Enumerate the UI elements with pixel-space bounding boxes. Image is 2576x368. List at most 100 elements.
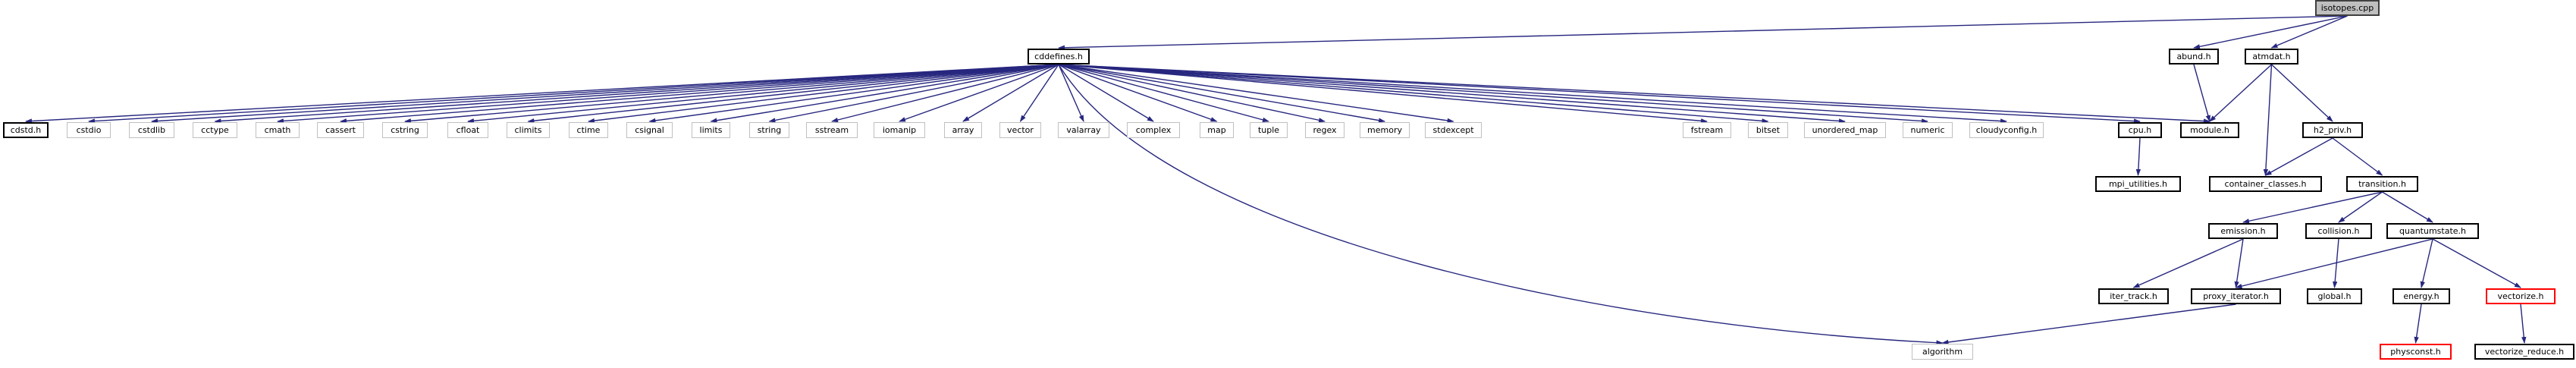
graph-node-abund-h[interactable]: abund.h	[2169, 49, 2219, 64]
graph-edge-cddefines-h-to-algorithm	[1058, 64, 1944, 345]
graph-node-mpi-utilities-h[interactable]: mpi_utilities.h	[2095, 176, 2181, 192]
graph-edge-cddefines-h-to-cstdlib	[151, 64, 1059, 124]
graph-edge-cddefines-h-to-limits	[710, 64, 1059, 123]
graph-node-global-h[interactable]: global.h	[2307, 288, 2362, 304]
graph-node-numeric[interactable]: numeric	[1903, 122, 1953, 138]
graph-node-label: cdstd.h	[10, 125, 42, 135]
graph-node-label: vectorize_reduce.h	[2484, 347, 2565, 357]
graph-node-cdstd-h[interactable]: cdstd.h	[3, 122, 49, 138]
graph-node-label: iter_track.h	[2110, 291, 2157, 301]
graph-edge-transition-h-to-emission-h	[2242, 191, 2383, 224]
graph-edge-cddefines-h-to-cstdio	[88, 64, 1059, 124]
graph-edge-h2-priv-h-to-container-classes-h	[2264, 137, 2333, 176]
graph-node-cstring[interactable]: cstring	[382, 122, 428, 138]
graph-node-iter-track-h[interactable]: iter_track.h	[2098, 288, 2169, 304]
graph-node-label: map	[1207, 125, 1226, 135]
graph-node-stdexcept[interactable]: stdexcept	[1425, 122, 1482, 138]
graph-edge-atmdat-h-to-container-classes-h	[2263, 64, 2273, 176]
graph-node-physconst-h[interactable]: physconst.h	[2380, 344, 2452, 360]
graph-node-emission-h[interactable]: emission.h	[2208, 223, 2278, 239]
graph-edge-cddefines-h-to-sstream	[831, 64, 1059, 123]
graph-node-climits[interactable]: climits	[507, 122, 550, 138]
graph-node-vectorize-h[interactable]: vectorize.h	[2486, 288, 2556, 304]
graph-node-cloudyconfig-h[interactable]: cloudyconfig.h	[1969, 122, 2044, 138]
graph-node-label: quantumstate.h	[2399, 226, 2466, 236]
graph-node-complex[interactable]: complex	[1127, 122, 1180, 138]
graph-node-label: mpi_utilities.h	[2108, 179, 2168, 189]
graph-node-h2-priv-h[interactable]: h2_priv.h	[2302, 122, 2363, 138]
graph-node-cmath[interactable]: cmath	[256, 122, 300, 138]
graph-edge-cddefines-h-to-ctime	[588, 64, 1059, 124]
graph-node-label: energy.h	[2403, 291, 2440, 301]
graph-node-fstream[interactable]: fstream	[1683, 122, 1731, 138]
graph-node-label: numeric	[1910, 125, 1945, 135]
graph-node-label: vectorize.h	[2497, 291, 2544, 301]
graph-node-cddefines-h[interactable]: cddefines.h	[1028, 49, 1090, 64]
graph-edge-cddefines-h-to-map	[1058, 64, 1218, 122]
graph-edge-abund-h-to-module-h	[2193, 64, 2210, 122]
graph-edge-cddefines-h-to-cmath	[277, 64, 1059, 124]
graph-node-unordered-map[interactable]: unordered_map	[1804, 122, 1886, 138]
graph-node-ctime[interactable]: ctime	[569, 122, 608, 138]
graph-edge-isotopes-cpp-to-abund-h	[2193, 15, 2348, 49]
graph-node-regex[interactable]: regex	[1305, 122, 1344, 138]
graph-node-string[interactable]: string	[749, 122, 789, 138]
graph-node-energy-h[interactable]: energy.h	[2392, 288, 2450, 304]
graph-node-map[interactable]: map	[1200, 122, 1234, 138]
graph-edge-cddefines-h-to-cloudyconfig-h	[1058, 64, 2007, 124]
graph-node-label: transition.h	[2358, 179, 2406, 189]
graph-node-valarray[interactable]: valarray	[1058, 122, 1109, 138]
graph-node-tuple[interactable]: tuple	[1250, 122, 1288, 138]
graph-node-limits[interactable]: limits	[692, 122, 730, 138]
graph-node-container-classes-h[interactable]: container_classes.h	[2209, 176, 2322, 192]
graph-edge-cddefines-h-to-valarray	[1058, 64, 1084, 122]
graph-node-label: collision.h	[2317, 226, 2360, 236]
graph-node-cstdio[interactable]: cstdio	[67, 122, 111, 138]
graph-node-vector[interactable]: vector	[999, 122, 1041, 138]
graph-edge-cddefines-h-to-numeric	[1058, 64, 1928, 124]
graph-edge-cddefines-h-to-regex	[1058, 64, 1326, 123]
graph-edge-cddefines-h-to-csignal	[648, 64, 1059, 124]
graph-node-quantumstate-h[interactable]: quantumstate.h	[2386, 223, 2479, 239]
graph-node-module-h[interactable]: module.h	[2180, 122, 2239, 138]
graph-node-cstdlib[interactable]: cstdlib	[129, 122, 174, 138]
graph-node-proxy-iterator-h[interactable]: proxy_iterator.h	[2191, 288, 2281, 304]
graph-node-atmdat-h[interactable]: atmdat.h	[2245, 49, 2298, 64]
graph-node-array[interactable]: array	[944, 122, 982, 138]
graph-node-sstream[interactable]: sstream	[806, 122, 858, 138]
graph-edge-cddefines-h-to-complex	[1058, 64, 1154, 122]
graph-node-collision-h[interactable]: collision.h	[2305, 223, 2372, 239]
graph-node-csignal[interactable]: csignal	[626, 122, 673, 138]
graph-edge-cpu-h-to-mpi-utilities-h	[2135, 137, 2141, 176]
graph-node-label: cctype	[201, 125, 229, 135]
graph-edge-cddefines-h-to-cdstd-h	[25, 64, 1059, 124]
graph-edge-cddefines-h-to-module-h	[1058, 64, 2210, 124]
graph-node-algorithm[interactable]: algorithm	[1912, 344, 1973, 360]
graph-edge-cddefines-h-to-vector	[1019, 64, 1059, 122]
graph-node-iomanip[interactable]: iomanip	[874, 122, 925, 138]
graph-node-bitset[interactable]: bitset	[1748, 122, 1788, 138]
graph-node-cfloat[interactable]: cfloat	[447, 122, 488, 138]
graph-edge-quantumstate-h-to-vectorize-h	[2432, 238, 2521, 288]
graph-node-label: container_classes.h	[2224, 179, 2307, 189]
graph-node-isotopes-cpp[interactable]: isotopes.cpp	[2315, 0, 2380, 16]
graph-edge-cddefines-h-to-unordered-map	[1058, 64, 1846, 124]
graph-edge-cddefines-h-to-cctype	[214, 64, 1059, 124]
graph-node-cpu-h[interactable]: cpu.h	[2118, 122, 2162, 138]
graph-node-label: complex	[1135, 125, 1172, 135]
graph-node-label: stdexcept	[1432, 125, 1474, 135]
graph-edge-h2-priv-h-to-transition-h	[2332, 137, 2383, 176]
graph-edge-cddefines-h-to-cpu-h	[1058, 64, 2141, 124]
graph-node-cctype[interactable]: cctype	[193, 122, 237, 138]
graph-edge-emission-h-to-iter-track-h	[2132, 238, 2244, 288]
graph-node-label: isotopes.cpp	[2320, 3, 2374, 13]
graph-edge-cddefines-h-to-fstream	[1058, 64, 1708, 124]
graph-edge-collision-h-to-global-h	[2332, 238, 2339, 288]
graph-node-label: physconst.h	[2390, 347, 2441, 357]
graph-edge-transition-h-to-quantumstate-h	[2382, 191, 2433, 223]
graph-node-transition-h[interactable]: transition.h	[2346, 176, 2418, 192]
graph-node-cassert[interactable]: cassert	[317, 122, 364, 138]
graph-node-vectorize-reduce-h[interactable]: vectorize_reduce.h	[2474, 344, 2574, 360]
graph-node-memory[interactable]: memory	[1360, 122, 1410, 138]
